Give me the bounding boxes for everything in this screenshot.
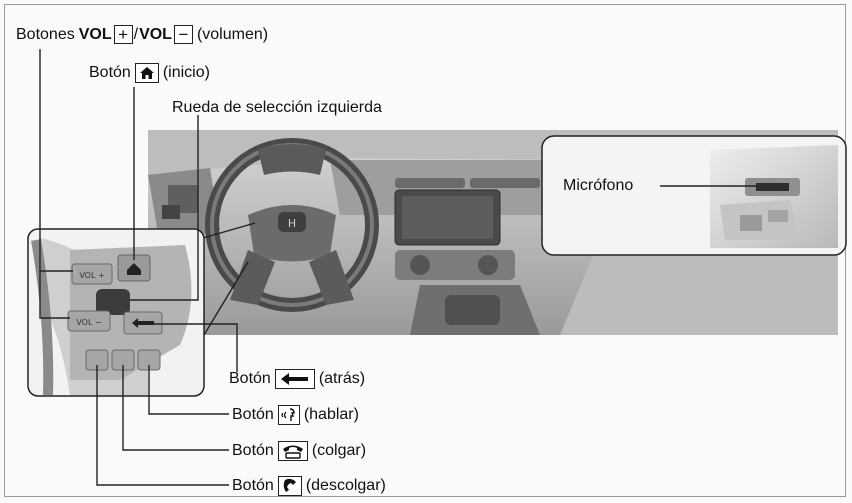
home-icon (134, 63, 159, 83)
hangup-leader (122, 365, 229, 451)
home-prefix: Botón (89, 64, 131, 81)
back-leader (147, 323, 238, 372)
vol-down-switch-label: VOL − (76, 318, 101, 327)
talk-suffix: (hablar) (303, 406, 359, 423)
wheel-leader (130, 115, 199, 301)
vol-up-switch-label: VOL + (79, 271, 104, 280)
cockpit-photo: H (148, 130, 838, 335)
left-wheel-label: Rueda de selección izquierda (172, 99, 382, 116)
pickup-button-label: Botón (descolgar) (232, 476, 386, 496)
vol-prefix: Botones (16, 25, 75, 43)
hang-up-phone-icon (277, 441, 308, 461)
home-suffix: (inicio) (162, 64, 210, 81)
svg-text:H: H (288, 217, 296, 230)
talk-icon (277, 405, 300, 425)
back-suffix: (atrás) (318, 370, 366, 387)
back-arrow-icon (274, 369, 315, 389)
minus-icon: − (173, 25, 193, 44)
back-button-label: Botón (atrás) (229, 369, 365, 389)
pick-up-phone-icon (277, 476, 302, 496)
hangup-button-label: Botón (colgar) (232, 441, 366, 461)
hangup-prefix: Botón (232, 442, 274, 459)
plus-icon: + (113, 25, 133, 44)
home-button-label: Botón (inicio) (89, 63, 210, 83)
pickup-leader (96, 365, 229, 486)
talk-prefix: Botón (232, 406, 274, 423)
pickup-suffix: (descolgar) (305, 477, 386, 494)
back-prefix: Botón (229, 370, 271, 387)
pickup-prefix: Botón (232, 477, 274, 494)
leader-lines (39, 49, 758, 486)
vol-down-leader (39, 271, 70, 319)
vol-suffix: (volumen) (196, 25, 269, 43)
vol-separator: / (133, 25, 139, 43)
microphone-inset (541, 135, 847, 256)
talk-leader (148, 365, 229, 415)
vol-word-2: VOL (139, 25, 172, 43)
talk-button-label: Botón (hablar) (232, 405, 359, 425)
vol-buttons-label: Botones VOL + / VOL − (volumen) (16, 25, 268, 44)
hangup-suffix: (colgar) (311, 442, 367, 459)
vol-word-1: VOL (78, 25, 112, 43)
microphone-label: Micrófono (563, 177, 634, 194)
